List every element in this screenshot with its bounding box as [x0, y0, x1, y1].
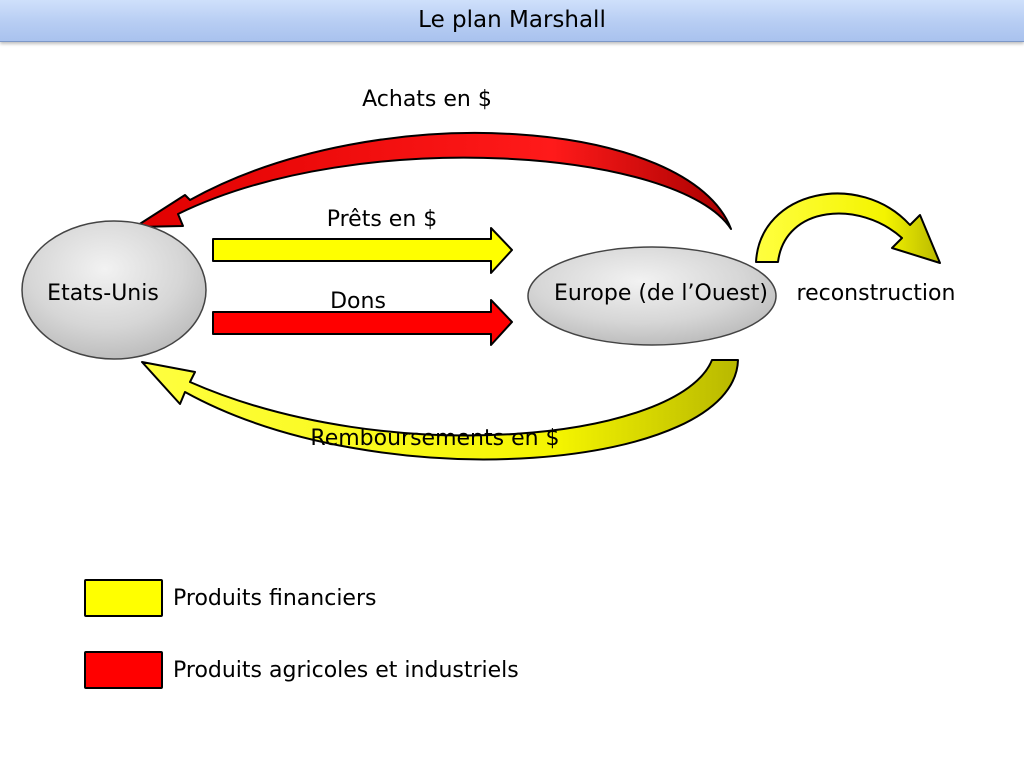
legend-item-financial: Produits financiers: [84, 578, 376, 618]
legend-swatch-red: [84, 651, 163, 689]
prets-arrow: [212, 227, 513, 274]
legend-item-goods: Produits agricoles et industriels: [84, 650, 519, 690]
reconstruction-arrow: [755, 192, 941, 264]
reconstruction-label: reconstruction: [797, 281, 956, 306]
remboursements-arrow: [141, 359, 739, 461]
prets-label: Prêts en $: [327, 207, 438, 232]
page-title: Le plan Marshall: [418, 7, 606, 33]
remboursements-label: Remboursements en $: [310, 426, 559, 451]
legend-swatch-yellow: [84, 579, 163, 617]
achats-label: Achats en $: [362, 87, 492, 112]
node-etats-unis: [21, 220, 207, 360]
node-etats-unis-label: Etats-Unis: [47, 281, 159, 306]
node-europe-label: Europe (de l’Ouest): [554, 281, 768, 306]
achats-arrow: [134, 132, 732, 230]
legend-label: Produits financiers: [173, 585, 377, 611]
dons-label: Dons: [330, 289, 386, 314]
node-europe: [527, 246, 777, 346]
dons-arrow: [212, 299, 513, 346]
legend-label: Produits agricoles et industriels: [173, 657, 519, 683]
title-bar: Le plan Marshall: [0, 0, 1024, 42]
